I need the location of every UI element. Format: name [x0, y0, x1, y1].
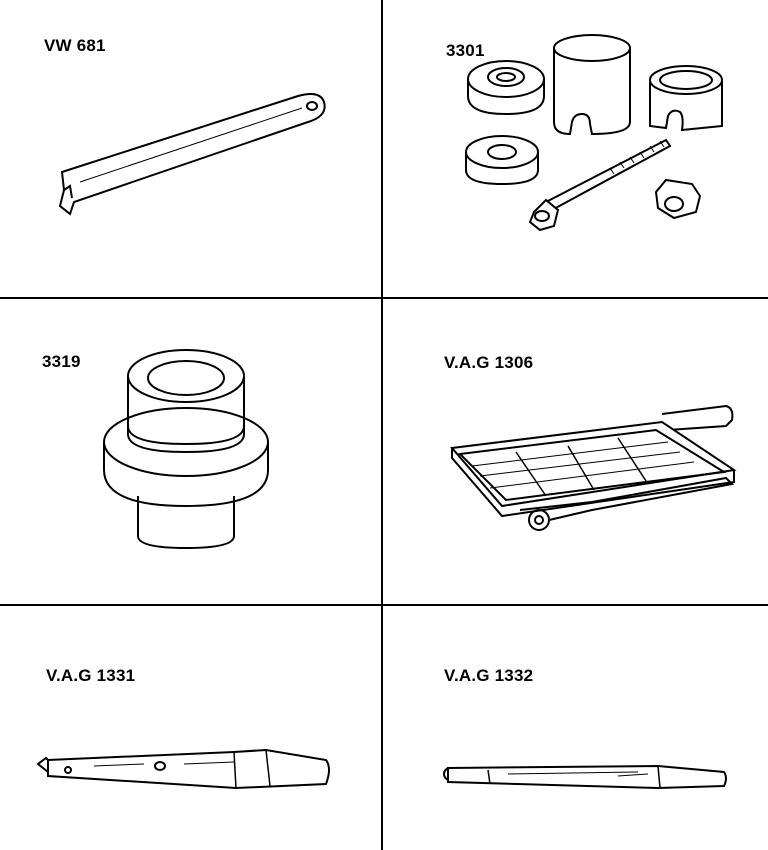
pin-wrench-icon [50, 90, 340, 220]
grid-horizontal-divider-2 [0, 604, 768, 606]
grid-horizontal-divider-1 [0, 297, 768, 299]
drip-tray-icon [442, 400, 740, 540]
tool-label-3301: 3301 [446, 41, 485, 60]
tool-label-vag1332: V.A.G 1332 [444, 666, 534, 685]
tool-label-vag1306: V.A.G 1306 [444, 353, 534, 372]
thrust-piece-icon [100, 346, 280, 552]
grid-vertical-divider [381, 0, 383, 850]
tool-label-3319: 3319 [42, 352, 81, 371]
torque-wrench-icon [438, 760, 728, 794]
torque-wrench-icon [34, 744, 334, 794]
bush-tool-set-icon [460, 34, 730, 234]
tool-label-vag1331: V.A.G 1331 [46, 666, 136, 685]
tool-label-vw681: VW 681 [44, 36, 106, 55]
